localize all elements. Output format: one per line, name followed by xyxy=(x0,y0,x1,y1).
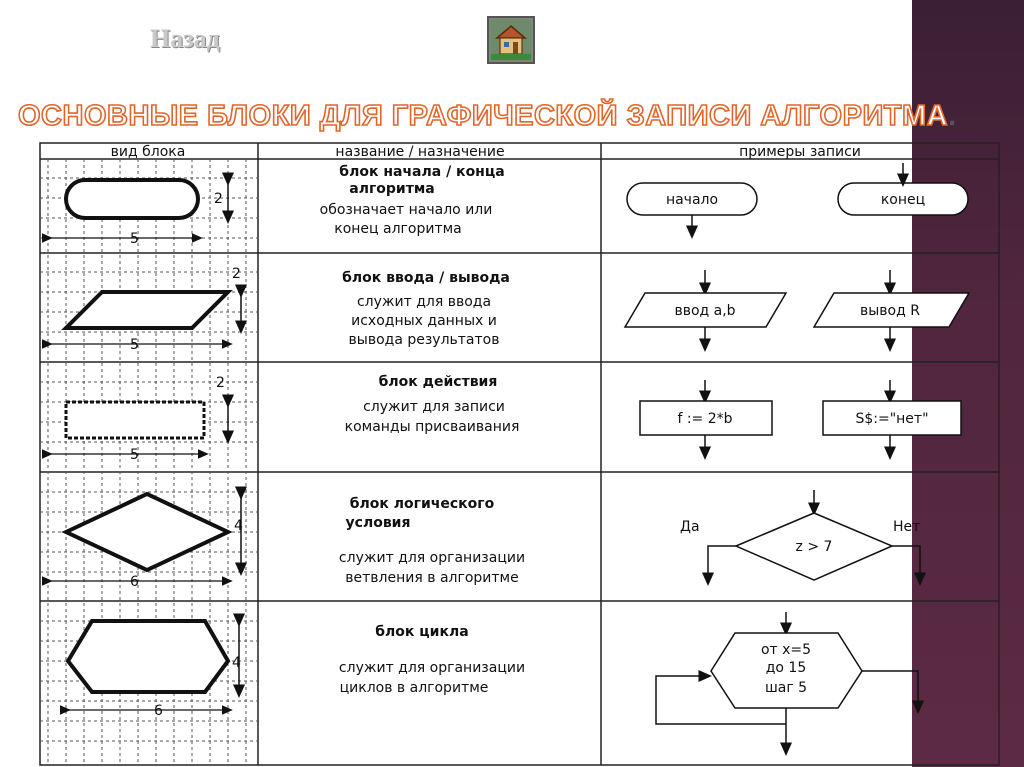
block-name-line-1: блок логического xyxy=(350,496,495,512)
example-end: конец xyxy=(881,192,925,208)
house-icon xyxy=(491,20,531,60)
block-desc-line-1: служит для записи xyxy=(363,399,505,415)
example-input: ввод a,b xyxy=(674,303,735,319)
block-name-line-1: блок начала / конца xyxy=(339,164,504,180)
dim-height: 2 xyxy=(216,375,225,391)
dim-width: 6 xyxy=(154,703,163,719)
example-condition: z > 7 xyxy=(796,539,833,555)
dim-height: 4 xyxy=(232,655,241,671)
hexagon-shape xyxy=(65,619,231,694)
block-name-line-2: условия xyxy=(346,515,411,531)
block-name-line-1: блок цикла xyxy=(375,624,468,640)
example-loop-line-2: до 15 xyxy=(766,660,807,676)
header-name-purpose: название / назначение xyxy=(335,144,504,160)
example-start: начало xyxy=(666,192,718,208)
terminator-shape xyxy=(64,178,200,220)
row-input-output: 2 5 блок ввода / вывода служит для ввода… xyxy=(42,266,971,353)
example-loop-line-1: от x=5 xyxy=(761,642,811,658)
block-desc-line-2: ветвления в алгоритме xyxy=(345,570,518,586)
back-link[interactable]: Назад xyxy=(150,24,220,53)
row-start-end: 2 5 блок начала / конца алгоритма обозна… xyxy=(42,163,969,247)
branch-yes-label: Да xyxy=(680,519,700,535)
example-output: вывод R xyxy=(860,303,920,319)
block-desc-line-2: исходных данных и xyxy=(351,313,497,329)
dim-width: 5 xyxy=(130,447,139,463)
block-desc-line-1: служит для организации xyxy=(339,660,525,676)
block-name-line-1: блок действия xyxy=(379,374,498,390)
block-desc-line-2: циклов в алгоритме xyxy=(340,680,489,696)
example-assign-1: f := 2*b xyxy=(677,411,732,427)
dim-height: 4 xyxy=(234,518,243,534)
branch-no-label: Нет xyxy=(893,519,920,535)
decorative-side-band xyxy=(912,0,1024,767)
block-desc-line-1: обозначает начало или xyxy=(320,202,493,218)
block-desc-line-3: вывода результатов xyxy=(349,332,500,348)
block-desc-line-2: конец алгоритма xyxy=(334,221,462,237)
block-desc-line-1: служит для ввода xyxy=(357,294,491,310)
block-name-line-1: блок ввода / вывода xyxy=(342,270,510,286)
header-examples: примеры записи xyxy=(739,144,861,160)
dim-height: 2 xyxy=(214,191,223,207)
page-title: Основные блоки для графической записи ал… xyxy=(17,99,957,133)
dim-width: 5 xyxy=(130,337,139,353)
home-button[interactable] xyxy=(487,16,535,64)
example-assign-2: S$:="нет" xyxy=(855,411,928,427)
dim-height: 2 xyxy=(232,266,241,282)
dim-width: 5 xyxy=(130,231,139,247)
block-name-line-2: алгоритма xyxy=(349,181,434,197)
header-block-view: вид блока xyxy=(111,144,186,160)
rectangle-shape xyxy=(64,400,206,440)
block-desc-line-2: команды присваивания xyxy=(345,419,520,435)
example-loop-line-3: шаг 5 xyxy=(765,680,807,696)
row-action: 2 5 блок действия служит для записи кома… xyxy=(42,374,962,463)
dim-width: 6 xyxy=(130,574,139,590)
parallelogram-shape xyxy=(61,290,233,330)
rhombus-shape xyxy=(61,491,233,573)
row-loop: 4 6 блок цикла служит для организации ци… xyxy=(60,612,924,756)
row-decision: 4 6 блок логического условия служит для … xyxy=(42,486,926,590)
table-grid xyxy=(39,142,1000,766)
block-desc-line-1: служит для организации xyxy=(339,550,525,566)
